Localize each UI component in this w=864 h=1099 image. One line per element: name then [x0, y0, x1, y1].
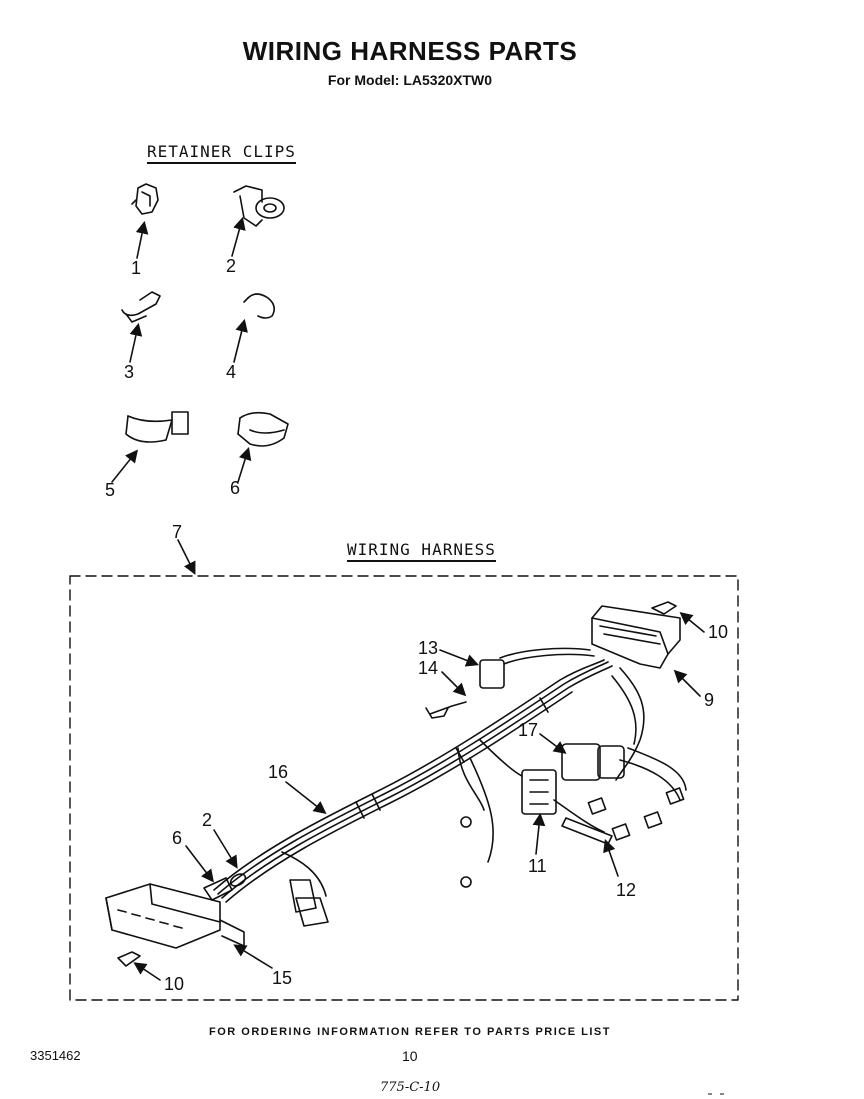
retainer-clip-5-drawing [111, 411, 189, 483]
retainer-clip-3-drawing [121, 291, 161, 363]
callout-5: 5 [105, 480, 116, 500]
callout-7-assembly: 7 [172, 522, 183, 542]
callout-10-top: 10 [708, 622, 729, 642]
callout-14: 14 [418, 658, 439, 678]
retainer-clip-6-drawing [237, 411, 289, 483]
callout-3: 3 [124, 362, 135, 382]
callout-10-bottom: 10 [164, 974, 185, 994]
retainer-clip-1-drawing [131, 183, 159, 259]
callout-12: 12 [616, 880, 637, 900]
wiring-harness-heading: WIRING HARNESS [347, 540, 496, 562]
callout-15: 15 [272, 968, 293, 988]
handwritten-code: 775-C-10 [380, 1080, 441, 1095]
callout-16: 16 [268, 762, 289, 782]
retainer-clip-4-drawing [233, 293, 276, 363]
harness-bundle-drawing [105, 601, 687, 967]
callout-9: 9 [704, 690, 715, 710]
callout-11: 11 [528, 856, 547, 876]
page-number: 10 [402, 1048, 418, 1064]
model-subtitle: For Model: LA5320XTW0 [327, 72, 493, 88]
callout-4: 4 [226, 362, 237, 382]
retainer-clips-heading: RETAINER CLIPS [147, 142, 296, 164]
callout-17: 17 [518, 720, 539, 740]
callout-13: 13 [418, 638, 439, 658]
page-title: WIRING HARNESS PARTS [242, 36, 578, 66]
retainer-clip-2-drawing [231, 185, 285, 257]
document-number: 3351462 [30, 1048, 81, 1063]
callout-1: 1 [131, 258, 142, 278]
ordering-note: FOR ORDERING INFORMATION REFER TO PARTS … [209, 1026, 611, 1038]
harness-assembly-boundary [69, 575, 739, 1001]
callout-6: 6 [230, 478, 241, 498]
callout-2: 2 [226, 256, 237, 276]
callout-2-harness: 2 [202, 810, 213, 830]
callout-6-harness: 6 [172, 828, 183, 848]
